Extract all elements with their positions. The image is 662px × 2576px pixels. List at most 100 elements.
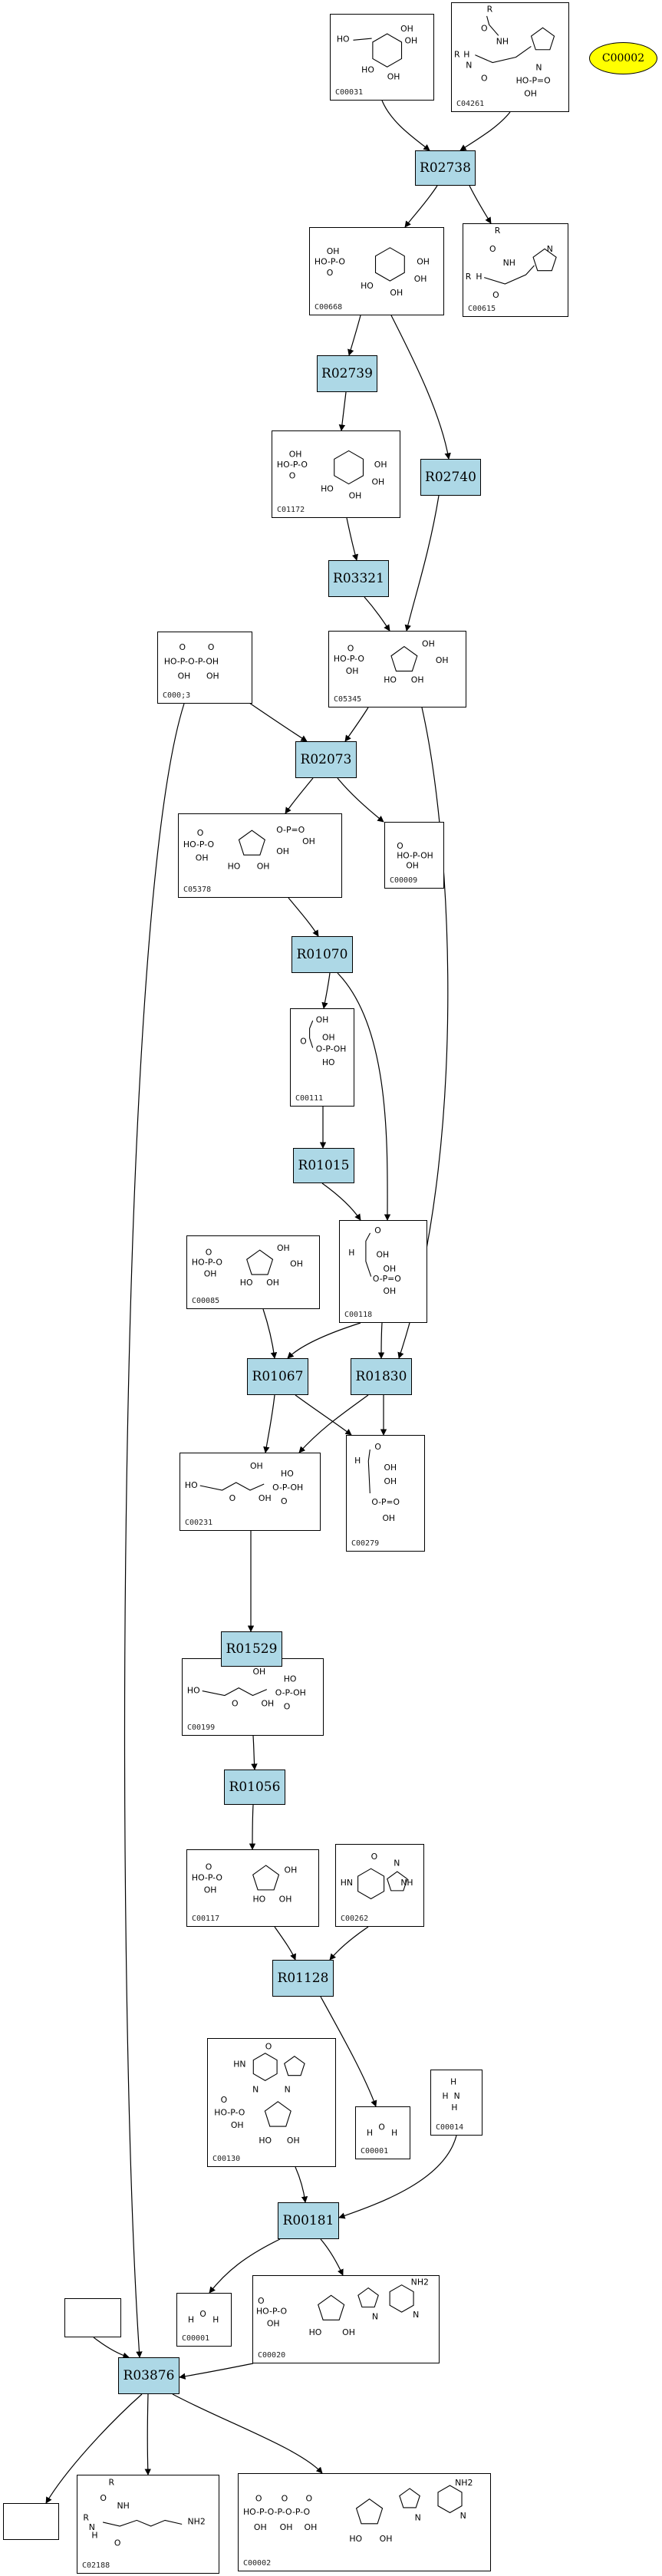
reaction-r01529-node[interactable]: R01529 (221, 1631, 282, 1667)
reaction-r03876-node[interactable]: R03876 (118, 2357, 179, 2394)
compound-id-label: C000;3 (163, 691, 191, 700)
edge-arrow (321, 972, 331, 1009)
svg-text:OH: OH (384, 1286, 397, 1296)
svg-text:O: O (206, 1862, 212, 1872)
svg-text:O: O (481, 24, 488, 34)
svg-text:O: O (281, 1496, 288, 1506)
svg-text:O: O (347, 644, 354, 654)
svg-text:HO: HO (321, 483, 334, 493)
svg-text:O: O (289, 471, 296, 481)
svg-text:OH: OH (204, 1885, 217, 1895)
svg-text:HO: HO (349, 2534, 362, 2544)
svg-text:O-P-OH: O-P-OH (272, 1483, 303, 1492)
svg-text:HO-P-O: HO-P-O (192, 1258, 222, 1268)
reaction-r00181-node[interactable]: R00181 (278, 2202, 339, 2239)
svg-text:OH: OH (277, 1243, 290, 1253)
svg-text:N: N (547, 244, 553, 254)
svg-text:HO-P-O: HO-P-O (192, 1873, 222, 1883)
compound-id-label: C00117 (192, 1915, 220, 1923)
svg-text:H: H (354, 1456, 361, 1466)
svg-text:HO: HO (187, 1686, 200, 1696)
svg-text:O: O (179, 642, 186, 652)
svg-text:HO-P-O-P-OH: HO-P-O-P-OH (164, 656, 219, 666)
reaction-r03321-node[interactable]: R03321 (328, 560, 389, 597)
edge-arrow (337, 777, 384, 823)
reaction-r01070-node[interactable]: R01070 (291, 936, 353, 973)
reaction-r01128-node[interactable]: R01128 (272, 1960, 334, 1997)
edge-arrow (321, 1182, 361, 1221)
svg-text:OH: OH (349, 490, 362, 500)
svg-text:H: H (91, 2530, 97, 2540)
compound-id-label: C01172 (277, 506, 305, 514)
svg-text:O: O (208, 642, 215, 652)
svg-text:O: O (265, 2041, 272, 2051)
compound-id-label: C00668 (315, 303, 343, 312)
svg-text:O-P-OH: O-P-OH (275, 1688, 306, 1698)
svg-text:HO: HO (253, 1894, 266, 1904)
svg-text:OH: OH (206, 671, 219, 681)
edge-arrow (459, 111, 511, 151)
svg-text:HO: HO (384, 675, 397, 685)
reaction-r01015-node[interactable]: R01015 (293, 1148, 354, 1183)
svg-text:H: H (463, 50, 469, 60)
svg-text:R: R (108, 2478, 114, 2488)
svg-text:O-P=O: O-P=O (276, 825, 305, 835)
compound-id-label: C00001 (361, 2147, 389, 2155)
reaction-r02740-node[interactable]: R02740 (420, 459, 481, 496)
edge-arrow (338, 391, 347, 431)
svg-text:HO-P-OH: HO-P-OH (397, 851, 433, 861)
svg-text:HO: HO (337, 35, 350, 45)
svg-text:HO-P=O: HO-P=O (516, 75, 551, 85)
compound-empty-box[interactable] (3, 2503, 59, 2540)
svg-text:OH: OH (390, 288, 403, 298)
svg-text:OH: OH (422, 639, 435, 649)
svg-text:O: O (197, 828, 204, 838)
reaction-r02073-node[interactable]: R02073 (295, 741, 357, 778)
reaction-r02739-node[interactable]: R02739 (317, 355, 377, 392)
reaction-r01056-node[interactable]: R01056 (224, 1770, 285, 1805)
edge-arrow (298, 1394, 369, 1453)
reaction-r01067-node[interactable]: R01067 (247, 1358, 308, 1395)
reaction-r02738-node[interactable]: R02738 (415, 150, 476, 186)
compound-empty-box[interactable] (64, 2298, 121, 2337)
svg-text:N: N (460, 2511, 466, 2521)
svg-text:HO: HO (322, 1057, 335, 1067)
svg-text:OH: OH (382, 1513, 395, 1523)
c00002-oval[interactable]: C00002 (589, 42, 657, 74)
compound-id-label: C05378 (183, 886, 212, 894)
svg-text:HO: HO (259, 2136, 272, 2146)
molecule-structure (4, 2504, 58, 2539)
edge-arrow (263, 1394, 275, 1453)
reaction-r01830-node[interactable]: R01830 (351, 1358, 412, 1395)
svg-text:O: O (481, 74, 488, 84)
